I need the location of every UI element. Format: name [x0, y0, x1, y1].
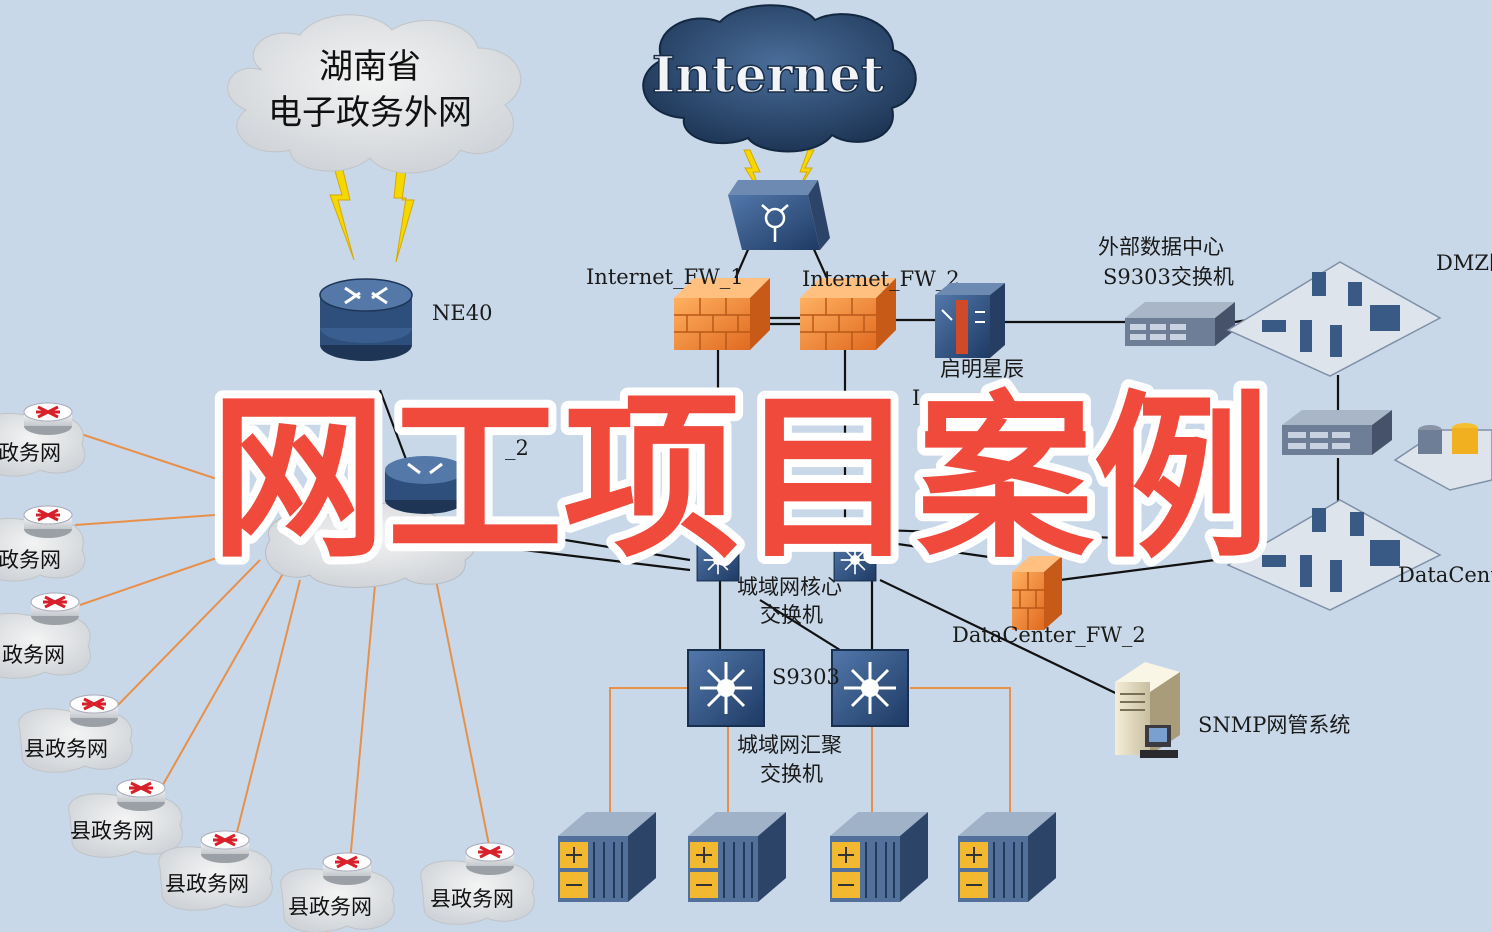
- county-label-3: 政务网: [2, 643, 65, 667]
- server-rack-2: [687, 811, 787, 903]
- storage-zone: [1393, 423, 1492, 491]
- agg-switch-2: [830, 648, 910, 728]
- qiming-device: [935, 283, 1005, 358]
- agg-label-line1: 城域网汇聚: [737, 733, 842, 757]
- county-label-2: 政务网: [0, 548, 61, 572]
- agg-label-line2: 交换机: [760, 762, 823, 786]
- ne40-router: [319, 278, 413, 361]
- datacenter-label: DataCent: [1398, 563, 1492, 587]
- dmz-label: DMZ区: [1436, 251, 1492, 275]
- county-label-6: 县政务网: [165, 872, 249, 896]
- agg-switch-1: [686, 648, 766, 728]
- internet-fw-2-label: Internet_FW_2: [802, 267, 960, 291]
- ext-dc-switch: [1125, 302, 1235, 346]
- county-label-5: 县政务网: [70, 819, 154, 843]
- datacenter-zone: [1226, 499, 1442, 611]
- gov-extranet-cloud: 湖南省 电子政务外网: [227, 14, 522, 174]
- server-rack-3: [829, 811, 929, 903]
- server-rack-4: [957, 811, 1057, 903]
- partial-label-i: I: [912, 386, 920, 410]
- gov-cloud-line2: 电子政务外网: [268, 93, 472, 133]
- internet-fw-1-label: Internet_FW_1: [586, 265, 744, 289]
- ext-dc-label-line2: S9303交换机: [1103, 265, 1234, 289]
- dmz-zone: [1226, 261, 1442, 377]
- server-rack-1: [557, 811, 657, 903]
- core-label-line1: 城域网核心: [737, 575, 842, 599]
- ext-dc-label-line1: 外部数据中心: [1098, 235, 1224, 259]
- s9303-label: S9303: [772, 665, 840, 689]
- internet-cloud-label: Internet: [652, 45, 884, 104]
- metro-router: [385, 456, 465, 514]
- core-label-line2: 交换机: [760, 603, 823, 627]
- qiming-label: 启明星辰: [940, 357, 1024, 381]
- banner-title: 网工项目案例: [210, 375, 1270, 582]
- internet-gateway: [728, 180, 830, 250]
- datacenter-fw-2-label: DataCenter_FW_2: [952, 623, 1146, 647]
- dc-core-switch: [1282, 410, 1392, 455]
- metro-cloud: [265, 503, 477, 588]
- datacenter-fw-2: [1012, 556, 1062, 630]
- county-clouds: [0, 412, 535, 932]
- county-label-4: 县政务网: [24, 737, 108, 761]
- county-label-1: 政务网: [0, 441, 61, 465]
- partial-label-2: _2: [505, 436, 529, 460]
- gov-cloud-line1: 湖南省: [319, 47, 421, 87]
- county-label-8: 县政务网: [430, 887, 514, 911]
- county-label-7: 县政务网: [288, 895, 372, 919]
- snmp-label: SNMP网管系统: [1198, 713, 1350, 737]
- internet-cloud: Internet: [642, 4, 917, 153]
- snmp-server: [1115, 662, 1180, 758]
- ne40-label: NE40: [432, 301, 492, 325]
